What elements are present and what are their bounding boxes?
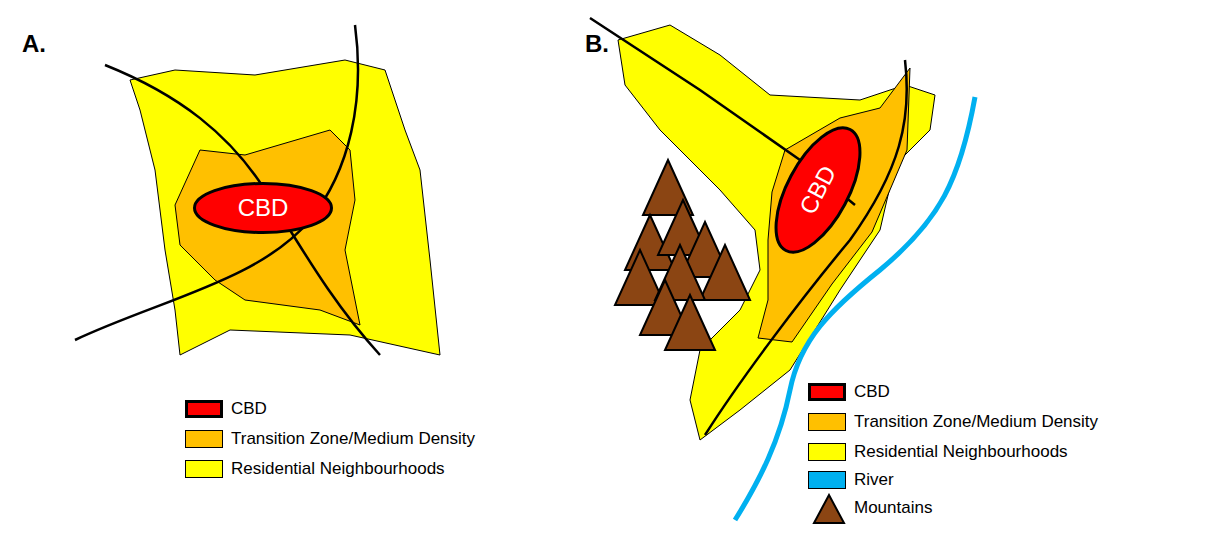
legend-text: River xyxy=(854,470,894,490)
legend-swatch xyxy=(185,430,223,448)
legend-swatch xyxy=(808,413,846,431)
road xyxy=(75,25,358,340)
legend-swatch xyxy=(185,400,223,418)
ellipse-shape xyxy=(195,184,332,233)
legend-text: Mountains xyxy=(854,498,932,518)
road xyxy=(705,60,907,435)
legend-text: CBD xyxy=(854,382,890,402)
legend-swatch xyxy=(185,460,223,478)
residential-region xyxy=(618,25,935,440)
legend-swatch xyxy=(808,443,846,461)
legend-swatch xyxy=(808,383,846,401)
legend-text: Residential Neighbourhoods xyxy=(854,442,1068,462)
mountain-symbol xyxy=(812,493,846,525)
mountains xyxy=(615,160,750,350)
panel-letter: B. xyxy=(585,30,609,58)
transition-region xyxy=(758,68,910,342)
cbd-label: CBD xyxy=(238,194,289,222)
legend-text: Transition Zone/Medium Density xyxy=(231,429,475,449)
panel-letter: A. xyxy=(22,30,46,58)
ellipse-shape xyxy=(759,115,877,265)
legend-swatch xyxy=(808,471,846,489)
cbd-ellipse: CBD xyxy=(193,182,333,234)
residential-region xyxy=(130,60,440,355)
mountain-triangle xyxy=(814,495,844,523)
legend-text: CBD xyxy=(231,399,267,419)
legend-text: Transition Zone/Medium Density xyxy=(854,412,1098,432)
legend-text: Residential Neighbourhoods xyxy=(231,459,445,479)
